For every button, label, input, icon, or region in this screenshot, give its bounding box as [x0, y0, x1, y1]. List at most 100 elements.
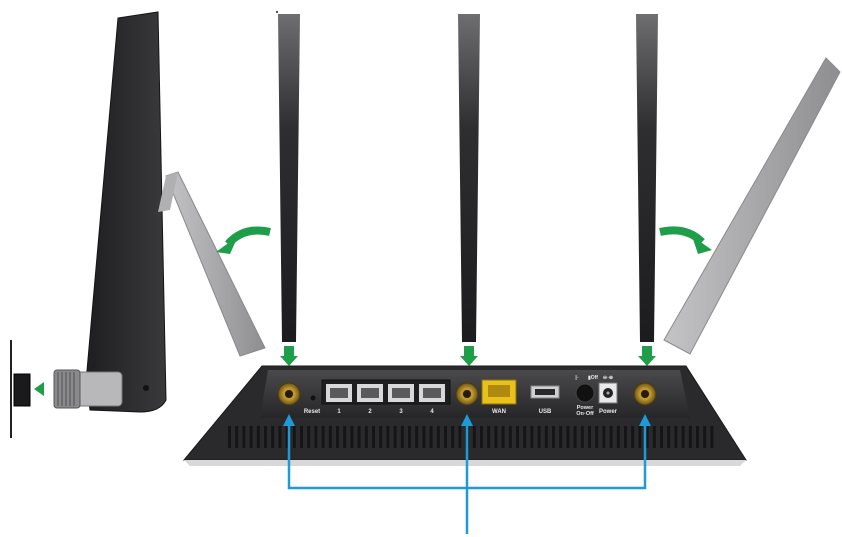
vent-slot — [350, 426, 354, 448]
vent-slot — [688, 426, 692, 448]
wan-port — [481, 379, 517, 405]
vent-slot — [321, 426, 325, 448]
vent-slot — [336, 426, 339, 448]
power-jack — [598, 382, 618, 404]
antenna-left-rotated-ghost — [158, 171, 266, 357]
vent-slot — [307, 426, 311, 448]
power-switch — [575, 383, 595, 403]
vent-slot — [242, 426, 246, 448]
reset-label: Reset — [304, 409, 320, 415]
vent-slot — [645, 426, 649, 448]
vent-slot — [480, 426, 483, 448]
antenna-right-rotated-ghost — [663, 57, 841, 355]
vent-slot — [674, 426, 678, 448]
lan-port-4 — [419, 384, 445, 402]
side-antenna-screw — [143, 385, 149, 391]
vent-slot — [703, 426, 707, 448]
vent-slot — [508, 426, 512, 448]
vent-slot — [393, 426, 397, 448]
antenna-center — [458, 14, 480, 342]
power-jack-label: Power — [599, 409, 618, 415]
curved-arrow-right-icon — [659, 226, 712, 254]
vent-slot — [314, 426, 318, 448]
lan-port-block — [321, 379, 451, 405]
vent-slot — [573, 426, 577, 448]
power-switch-top-left: |◦ — [575, 375, 578, 381]
side-antenna-body — [85, 11, 167, 413]
vent-slot — [271, 426, 275, 448]
vent-slot — [616, 426, 620, 448]
curved-arrow-left-icon — [216, 226, 271, 254]
power-jack-polarity: ⊖◦⊕ — [603, 375, 613, 381]
vent-slot — [501, 426, 505, 448]
vent-slot — [631, 426, 635, 448]
lan-port-1 — [326, 384, 352, 402]
vent-slot — [228, 426, 231, 448]
vent-slot — [408, 426, 411, 448]
antenna-connector-left — [277, 382, 301, 406]
vent-slot — [487, 426, 491, 448]
lan-4-label: 4 — [430, 409, 434, 415]
vent-slot — [530, 426, 534, 448]
vent-slot — [249, 426, 253, 448]
vent-slot — [364, 426, 368, 448]
vent-slot — [537, 426, 541, 448]
lan-2-label: 2 — [368, 409, 372, 415]
vent-slot — [516, 426, 519, 448]
vent-slot — [436, 426, 440, 448]
lan-1-label: 1 — [337, 409, 341, 415]
vent-slot — [559, 426, 563, 448]
arrow-left-icon — [34, 382, 44, 396]
vent-slot — [343, 426, 347, 448]
antenna-left — [276, 11, 300, 342]
antenna-connector-callout — [287, 424, 647, 534]
vent-slot — [638, 426, 642, 448]
antenna-connector-right — [633, 382, 657, 406]
vent-slot — [472, 426, 476, 448]
vent-slot — [544, 426, 548, 448]
usb-port — [530, 385, 560, 399]
power-switch-top-right: ▮Off — [588, 375, 598, 381]
vent-slot — [595, 426, 599, 448]
vent-slot — [415, 426, 419, 448]
vent-slot — [372, 426, 375, 448]
antenna-connector-center — [455, 382, 479, 406]
vent-slot — [422, 426, 426, 448]
vent-slot — [667, 426, 671, 448]
lan-port-2 — [357, 384, 383, 402]
wan-label: WAN — [492, 409, 506, 415]
vent-slot — [235, 426, 239, 448]
vent-slot — [386, 426, 390, 448]
vent-slot — [256, 426, 260, 448]
vent-slot — [379, 426, 383, 448]
vent-slot — [652, 426, 656, 448]
vent-slot — [264, 426, 267, 448]
lan-3-label: 3 — [399, 409, 403, 415]
arrow-down-icon — [460, 346, 478, 366]
vent-slot — [588, 426, 591, 448]
vent-slot — [624, 426, 627, 448]
vent-slot — [278, 426, 282, 448]
callout-arrow-left — [283, 414, 295, 426]
vent-slot — [494, 426, 498, 448]
side-view-antenna — [10, 11, 167, 438]
side-router-jack — [13, 373, 31, 407]
vent-slot — [292, 426, 296, 448]
vent-slot — [285, 426, 289, 448]
router-vents — [228, 426, 714, 448]
vent-slot — [566, 426, 570, 448]
vent-slot — [357, 426, 361, 448]
vent-slot — [602, 426, 606, 448]
power-switch-label: Power — [577, 405, 594, 411]
vent-slot — [300, 426, 303, 448]
callout-arrow-right — [639, 414, 651, 426]
vent-slot — [681, 426, 685, 448]
lan-port-3 — [388, 384, 414, 402]
vent-slot — [444, 426, 447, 448]
vent-slot — [429, 426, 433, 448]
router-body — [182, 365, 747, 466]
callout-arrow-center — [461, 414, 473, 426]
vent-slot — [552, 426, 555, 448]
reset-button — [310, 395, 316, 401]
